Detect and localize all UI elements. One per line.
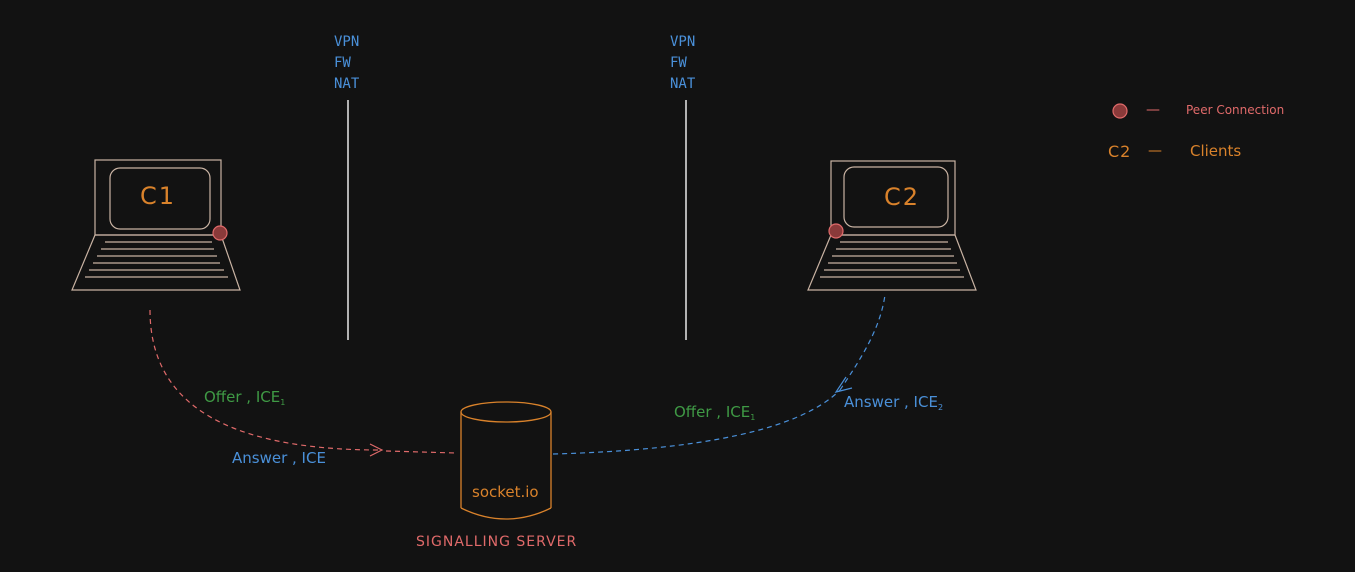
arrow-c2-upper <box>839 294 886 391</box>
legend-client-label: Clients <box>1190 142 1242 160</box>
client-c1-label: C1 <box>140 182 177 210</box>
message-text: Offer , ICE <box>204 388 281 406</box>
barrier-label: NAT <box>334 76 360 92</box>
legend-peer-dot <box>1112 103 1128 119</box>
barrier-label: FW <box>670 55 687 71</box>
message-subscript: 1 <box>280 398 286 407</box>
laptop-c2-icon <box>807 160 977 291</box>
barrier-label: NAT <box>670 76 696 92</box>
barrier-label: VPN <box>334 34 360 50</box>
arrow-c1-to-server <box>149 309 381 451</box>
message-c2-offer: Offer , ICE1 <box>674 405 755 422</box>
message-c2-answer: Answer , ICE2 <box>844 395 943 412</box>
server-caption: SIGNALLING SERVER <box>416 534 578 550</box>
arrowhead-server-to-c2 <box>834 376 853 393</box>
legend-client-dash: — <box>1148 143 1162 159</box>
barrier-label: FW <box>334 55 351 71</box>
message-text: Answer , ICE <box>844 393 938 411</box>
message-text: Answer , ICE <box>232 449 326 467</box>
message-c1-answer: Answer , ICE <box>232 451 326 466</box>
message-c1-offer: Offer , ICE1 <box>204 390 285 407</box>
arrowhead-c1-to-server <box>369 443 384 457</box>
arrow-c1-tail <box>385 450 457 454</box>
peer-connection-dot-c1 <box>212 225 228 241</box>
message-subscript: 1 <box>750 413 756 422</box>
message-subscript: 2 <box>937 403 944 412</box>
laptop-c1-icon <box>71 159 241 291</box>
barrier-label: VPN <box>670 34 696 50</box>
barrier-labels-right: VPN FW NAT <box>670 32 695 95</box>
server-name: socket.io <box>472 483 539 501</box>
message-text: Offer , ICE <box>674 403 751 421</box>
client-c2-label: C2 <box>884 183 921 211</box>
arrow-server-to-c2 <box>552 389 841 455</box>
barrier-labels-left: VPN FW NAT <box>334 32 359 95</box>
legend-peer-label: Peer Connection <box>1186 103 1285 117</box>
legend-peer-dash: — <box>1146 102 1160 118</box>
legend-client-symbol: C2 <box>1108 142 1132 161</box>
peer-connection-dot-c2 <box>828 223 844 239</box>
server-cylinder-icon <box>460 401 552 520</box>
